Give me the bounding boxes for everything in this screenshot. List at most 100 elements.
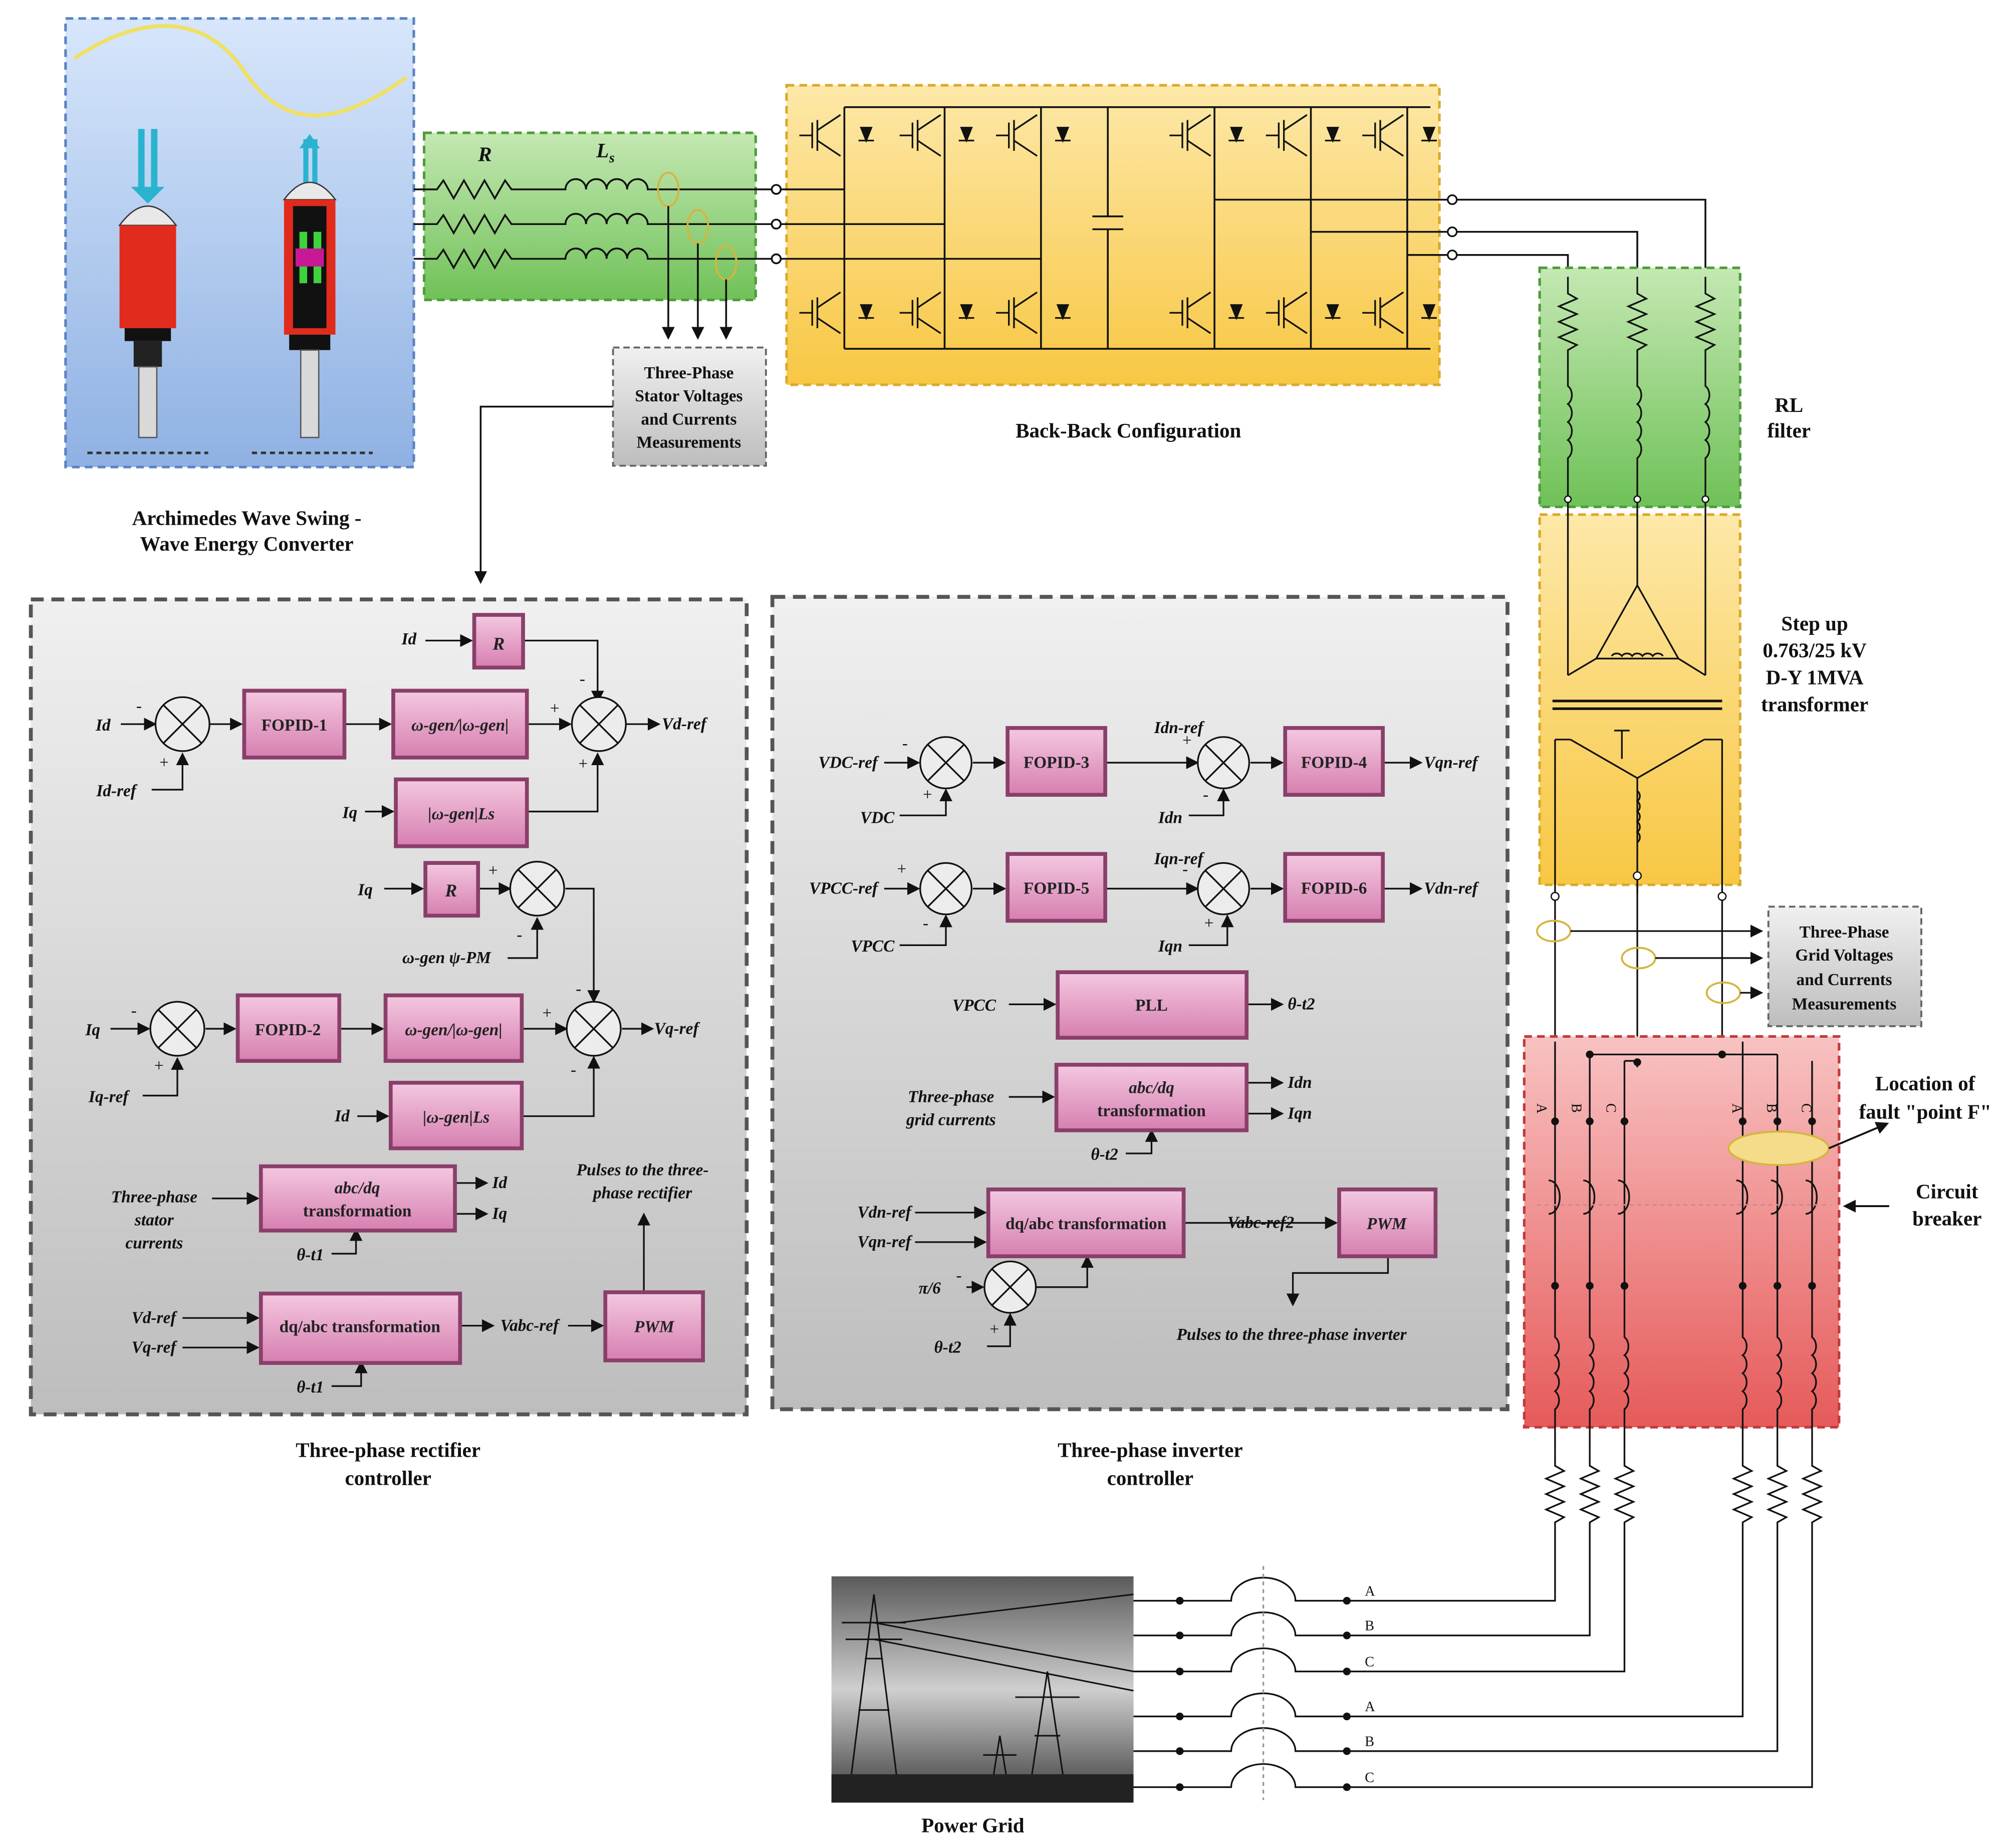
inv-sign-9: - xyxy=(956,1266,962,1285)
inv-theta-t2-2: θ-t2 xyxy=(1091,1145,1118,1164)
rect-pwm: PWM xyxy=(634,1317,675,1336)
inv-in-vqnref: Vqn-ref xyxy=(857,1233,912,1251)
step-up-transformer-panel xyxy=(1538,508,1741,901)
grid-phase-c-2: C xyxy=(1365,1770,1374,1785)
inv-sig-vdnref: Vdn-ref xyxy=(1424,879,1479,898)
wec-caption-line2: Wave Energy Converter xyxy=(140,532,353,555)
stator-meas-line2: Stator Voltages xyxy=(635,387,742,405)
rect-in-vqref: Vq-ref xyxy=(132,1338,178,1357)
rect-r-block-1 xyxy=(472,613,525,670)
stator-measurement-box: Three-Phase Stator Voltages and Currents… xyxy=(474,346,767,584)
inv-sign-6: - xyxy=(923,914,928,933)
inv-sig-vpcc-2: VPCC xyxy=(952,996,996,1015)
inv-pll: PLL xyxy=(1135,996,1168,1015)
grid-phase-a-2: A xyxy=(1365,1699,1375,1715)
inv-sign-3: + xyxy=(1182,732,1192,750)
rect-stator-currents-1: Three-phase xyxy=(111,1188,197,1206)
rect-sig-iqref: Iq-ref xyxy=(88,1087,130,1106)
inv-grid-currents-1: Three-phase xyxy=(908,1087,994,1106)
converter-to-rl-wires xyxy=(1457,198,1706,277)
inv-dqabc-block xyxy=(986,1187,1186,1258)
inv-sig-vqnref: Vqn-ref xyxy=(1424,753,1479,772)
inv-sign-10: + xyxy=(989,1320,999,1339)
inv-vabc-ref2: Vabc-ref2 xyxy=(1227,1214,1294,1232)
back-to-back-converter: Back-Back Configuration xyxy=(771,84,1458,442)
rect-sign-9: + xyxy=(154,1057,164,1075)
aws-buoy-right-icon xyxy=(252,134,373,454)
rect-sign-6: + xyxy=(488,861,498,880)
inverter-caption-line1: Three-phase inverter xyxy=(1058,1438,1243,1461)
stator-meas-line3: and Currents xyxy=(641,410,736,428)
fopid1-block xyxy=(242,688,347,760)
wec-caption-line1: Archimedes Wave Swing - xyxy=(132,507,362,530)
converter-caption: Back-Back Configuration xyxy=(1016,419,1241,442)
fopid5-block xyxy=(1006,852,1107,923)
inv-sign-4: - xyxy=(1203,785,1208,804)
inverter-text: FOPID-3 FOPID-4 FOPID-5 FOPID-6 PLL abc/… xyxy=(809,719,1479,1356)
inv-pi6: π/6 xyxy=(919,1279,941,1298)
breaker-phase-b-right: B xyxy=(1764,1103,1779,1113)
rect-sign-2: + xyxy=(159,753,169,772)
rect-dqabc-block xyxy=(259,1291,462,1365)
rect-wgen-ratio-2: ω-gen/|ω-gen| xyxy=(405,1021,502,1039)
rect-sign-5: + xyxy=(578,755,588,773)
grid-meas-line2: Grid Voltages xyxy=(1795,946,1893,965)
inv-sign-7: - xyxy=(1182,860,1188,878)
rect-sig-vqref: Vq-ref xyxy=(654,1019,700,1038)
rect-sig-id-3: Id xyxy=(334,1107,350,1125)
rl-caption-line1: RL xyxy=(1775,393,1803,416)
stator-meas-line1: Three-Phase xyxy=(644,364,733,382)
inv-dqabc: dq/abc transformation xyxy=(1006,1215,1167,1233)
rectifier-summing-junctions xyxy=(149,696,627,1057)
rect-sig-idref: Id-ref xyxy=(96,782,137,800)
inv-sig-vpccref: VPCC-ref xyxy=(809,879,879,898)
inverter-caption-line2: controller xyxy=(1107,1467,1193,1490)
rl-filter-panel xyxy=(1538,266,1741,509)
rect-r-2: R xyxy=(444,880,457,900)
rl-caption-line2: filter xyxy=(1768,419,1811,442)
power-grid-photo xyxy=(831,1576,1134,1803)
inv-pulses: Pulses to the three-phase inverter xyxy=(1176,1325,1407,1344)
grid-meas-line3: and Currents xyxy=(1797,971,1892,989)
rect-abcdq-block xyxy=(259,1164,457,1233)
rect-wgen-ls-block-2 xyxy=(388,1080,524,1150)
pll-block xyxy=(1056,970,1249,1040)
rect-pulses-1: Pulses to the three- xyxy=(576,1161,709,1180)
rect-wgen-ratio-block-1 xyxy=(391,688,529,760)
grid-feeder-lines xyxy=(1133,1566,1350,1800)
fault-line1: Location of xyxy=(1875,1072,1976,1095)
inv-sig-idn: Idn xyxy=(1158,809,1182,827)
igbt-switch-icons xyxy=(799,114,1437,334)
fopid4-block xyxy=(1283,726,1385,797)
rect-theta-t1-2: θ-t1 xyxy=(297,1378,324,1397)
line-resistors xyxy=(1349,1453,1824,1788)
fopid6-block xyxy=(1283,852,1385,923)
inv-grid-currents-2: grid currents xyxy=(906,1110,996,1129)
inv-fopid3: FOPID-3 xyxy=(1024,753,1089,772)
transformer-line3: D-Y 1MVA xyxy=(1766,666,1864,689)
grid-meas-line1: Three-Phase xyxy=(1800,923,1889,942)
rect-out-iq: Iq xyxy=(491,1205,507,1223)
breaker-phase-a-right: A xyxy=(1729,1103,1744,1114)
rect-sig-wgen-psi: ω-gen ψ-PM xyxy=(402,949,491,967)
breaker-phase-c-right: C xyxy=(1798,1103,1814,1113)
rect-abcdq-1: abc/dq xyxy=(335,1179,380,1197)
rect-sign-12: - xyxy=(571,1060,576,1079)
rect-vabc-ref: Vabc-ref xyxy=(500,1316,561,1335)
stator-meas-line4: Measurements xyxy=(637,433,741,452)
fopid2-block xyxy=(235,993,342,1063)
rect-sig-iq-3: Iq xyxy=(85,1021,100,1039)
inv-theta-t2-3: θ-t2 xyxy=(934,1338,961,1357)
rect-wgen-ls-block-1 xyxy=(394,777,529,848)
fault-point-marker xyxy=(1727,1130,1830,1166)
grid-phase-b-1: B xyxy=(1365,1619,1374,1634)
inv-sign-5: + xyxy=(897,860,907,878)
wec-panel: Archimedes Wave Swing - Wave Energy Conv… xyxy=(64,17,415,555)
rect-stator-currents-2: stator xyxy=(134,1211,174,1230)
inv-pwm: PWM xyxy=(1366,1215,1407,1233)
rect-sign-3: - xyxy=(580,670,585,688)
fopid3-block xyxy=(1006,726,1107,797)
rect-pulses-2: phase rectifier xyxy=(592,1184,692,1203)
inv-abcdq-block xyxy=(1054,1063,1249,1132)
